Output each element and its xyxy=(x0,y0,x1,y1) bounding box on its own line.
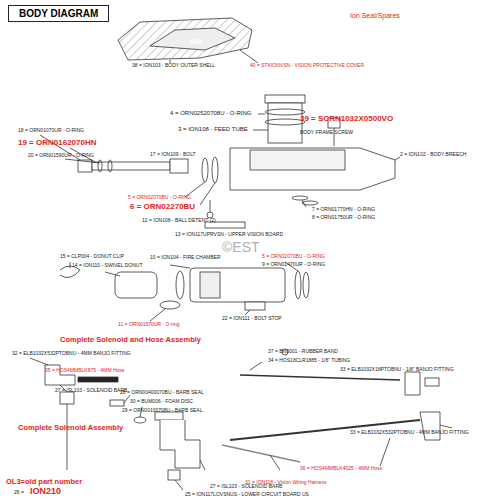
part-callout-red: Complete Solenoid and Hose Assembly xyxy=(60,336,201,344)
part-callout-red: 35 = HOS4MMBLK875 - 4MM Hose xyxy=(45,368,125,374)
part-callout: 28 = ORN00400070BU - BARB SEAL xyxy=(120,390,204,396)
part-callout: 25 = ION117LOVSNUS - LOWER CIRCUIT BOARD… xyxy=(185,492,309,498)
part-callout: 20 = ORN01590UR - O-RING xyxy=(28,153,94,159)
part-callout-red: Ion Seal/Spares xyxy=(350,12,400,20)
part-callout: 37 = BN0001 - RUBBER BAND xyxy=(268,349,338,355)
part-callout-red: 6 = ORN02270BU xyxy=(130,203,195,212)
part-callout: 3 = ION108 - FEED TUBE xyxy=(178,126,248,133)
part-callout-red: 5 = ORN02070BU - O-RING xyxy=(262,254,325,260)
part-callout: 13 = ION117UPRVSN - UPPER VISION BOARD xyxy=(175,232,283,238)
part-callout: 12 = ION108 - BALL DETENT (2) xyxy=(142,218,216,224)
part-callout: ©EST xyxy=(222,240,260,255)
part-callout: 26 = xyxy=(14,490,24,496)
part-callout-red: 36 = HOS4MMBLK4025 - 4MM Hose xyxy=(300,466,382,472)
part-callout: 33 = ELB1032X532PTOBNU - 4MM BANJO FITTI… xyxy=(350,430,469,436)
part-callout: 34 = HOS18CLR1885 - 1/8" TUBING xyxy=(268,358,350,364)
part-callout: 9 = ORN01470UR - O-RING xyxy=(262,262,325,268)
part-callout: 22 = ION111 - BOLT STOP xyxy=(222,316,282,322)
part-callout: 14 = ION110 - SWIVEL DONUT xyxy=(72,263,142,269)
part-callout: ION xyxy=(190,38,202,46)
part-callout: 7 = ORN01770HN - O-RING xyxy=(312,207,375,213)
part-callout: 2 = ION102 - BODY BREECH xyxy=(400,152,466,158)
part-callout-red: 40 = STKIONVSN - VISION PROTECTIVE COVER xyxy=(250,63,364,69)
part-callout: 27 = ISL103 - SOLENOID BARB xyxy=(210,484,282,490)
part-callout-red: 5 = ORN02070BU - O-RING xyxy=(128,195,191,201)
part-callout: 30 = BUM006 - FOAM DISC xyxy=(130,399,193,405)
part-callout: 38 = ION103 - BODY OUTER SHELL xyxy=(132,63,215,69)
part-callout: 27 = ISL103 - SOLENOID BARB xyxy=(55,388,127,394)
part-callout: 17 = ION109 - BOLT xyxy=(150,152,196,158)
part-callout-red: 11 = ORN01570UR - O-ring xyxy=(118,322,179,328)
part-callout-red: OL3=old part number xyxy=(6,478,82,486)
part-callout: 8 = ORN01750UR - O-RING xyxy=(312,215,375,221)
diagram-title: BODY DIAGRAM xyxy=(8,5,109,22)
part-callout-red: 19 = ORN0162070HN xyxy=(18,139,97,148)
part-callout: 10 = ION104 - FIRE CHAMBER xyxy=(150,255,221,261)
part-callout: 4 = ORN02520708U - O-RING xyxy=(170,110,252,117)
part-callout: 29 = ORN00100708U - BARB SEAL xyxy=(122,408,202,414)
part-callout: 15 = CLP004 - DONUT CLIP xyxy=(60,254,124,260)
part-callout-red: 39 = SCRN1032X0500VO xyxy=(300,115,393,124)
part-callout-red: ION210 xyxy=(30,487,61,497)
part-callout-red: Complete Solenoid Assembly xyxy=(18,424,123,432)
part-callout: 32 = ELB1032X532PTOBNU - 4MM BANJO FITTI… xyxy=(12,351,131,357)
part-callout: BODY FRAME SCREW xyxy=(300,130,353,136)
part-callout: 18 = ORN01070UR - O-RING xyxy=(18,128,84,134)
part-callout: 33 = ELB1032X18PTOBNU - 1/8" BANJO FITTI… xyxy=(340,367,454,373)
